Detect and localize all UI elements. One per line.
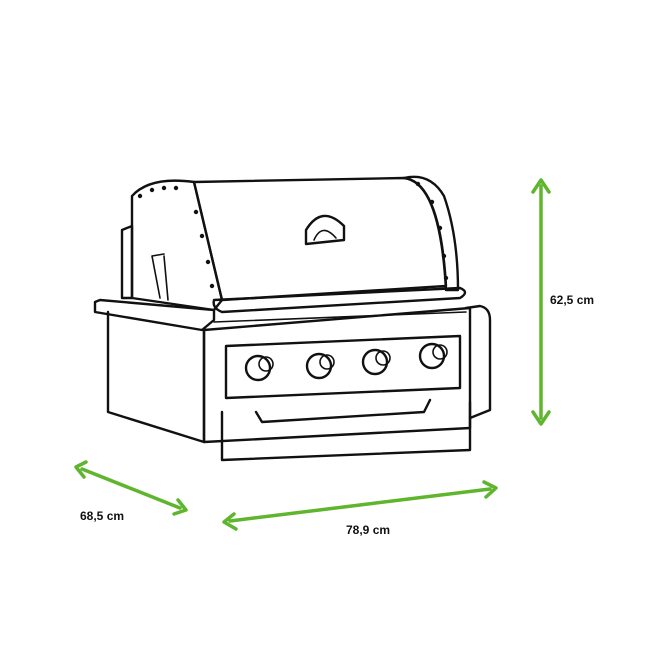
depth-arrow-head-right [172, 498, 188, 516]
rivet [205, 259, 211, 265]
drip-tray-handle [254, 398, 432, 424]
rivet [137, 193, 143, 199]
rivet [149, 187, 155, 193]
control-panel [202, 306, 472, 444]
knob-fascia [224, 334, 462, 400]
height-arrow-head-top [531, 178, 551, 194]
depth-dimension: 68,5 cm [74, 460, 188, 523]
left-counter-top [93, 298, 216, 332]
width-label: 78,9 cm [346, 523, 390, 537]
width-arrow-head-left [222, 512, 238, 531]
thermometer-arc [313, 229, 337, 241]
right-trim [464, 304, 492, 420]
width-arrow-head-right [482, 480, 498, 499]
lower-front [220, 400, 472, 462]
rivet [173, 185, 179, 191]
hood-left-handle-bracket [151, 253, 169, 301]
height-label: 62,5 cm [550, 293, 594, 307]
burner-knob-3 [361, 348, 391, 376]
hood-left-cap [130, 179, 224, 312]
thermometer-gauge [304, 214, 346, 246]
hood-right-cap [402, 175, 460, 292]
rivet [429, 199, 435, 205]
hood-handle [212, 286, 467, 314]
rivet [161, 185, 167, 191]
burner-knob-1 [244, 354, 274, 382]
rivet [193, 209, 199, 215]
burner-knob-2 [305, 352, 335, 380]
rivet [199, 233, 205, 239]
hood-back-panel [120, 224, 134, 300]
depth-arrow-line [80, 467, 182, 510]
left-base-panel [106, 310, 206, 444]
rivet [415, 181, 421, 187]
rivet [441, 253, 447, 259]
depth-label: 68,5 cm [80, 509, 124, 523]
burner-knob-4 [418, 342, 448, 370]
height-arrow-head-bottom [531, 410, 551, 426]
rivet [437, 225, 443, 231]
rivet [443, 275, 449, 281]
depth-arrow-head-left [74, 460, 88, 479]
built-in-grill-icon [93, 175, 492, 462]
rivet [209, 283, 215, 289]
panel-top-edge [213, 311, 467, 323]
height-dimension: 62,5 cm [531, 178, 594, 426]
width-arrow-line [228, 487, 492, 523]
width-dimension: 78,9 cm [222, 480, 498, 537]
hood-lid [192, 176, 448, 302]
